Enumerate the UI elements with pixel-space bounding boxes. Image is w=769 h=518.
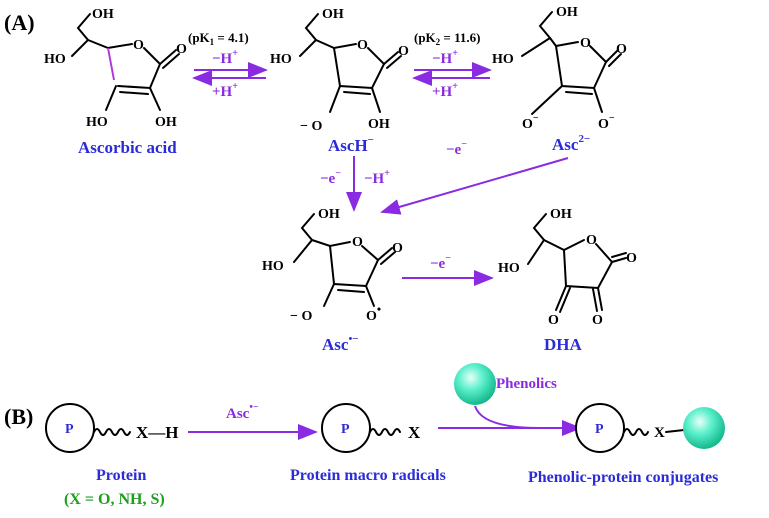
svg-text:O: O bbox=[357, 38, 368, 53]
asc-radical-structure: OH HO O O − O O• bbox=[262, 207, 403, 324]
equilibrium-1: (pK1 = 4.1) −H+ +H+ bbox=[188, 30, 268, 100]
species-ascorbic-acid: Ascorbic acid bbox=[78, 138, 177, 157]
svg-text:O: O bbox=[392, 241, 403, 256]
oh-label: OH bbox=[92, 7, 114, 22]
svg-text:−H+: −H+ bbox=[432, 48, 458, 67]
conjugate-sphere bbox=[683, 407, 725, 449]
svg-text:− O: − O bbox=[290, 309, 312, 324]
svg-text:O: O bbox=[626, 251, 637, 266]
svg-text:X: X bbox=[408, 423, 421, 442]
protein-group: P X—H bbox=[45, 403, 179, 453]
oh-label-2: HO bbox=[86, 115, 108, 130]
svg-text:(pK2 = 11.6): (pK2 = 11.6) bbox=[414, 30, 480, 47]
oxidation-arrow-2 bbox=[380, 157, 569, 215]
svg-text:HO: HO bbox=[498, 261, 520, 276]
svg-text:−e−: −e− bbox=[320, 168, 341, 187]
protein-radical-group: P X bbox=[321, 403, 421, 453]
svg-text:HO: HO bbox=[270, 52, 292, 67]
ring-o-label: O bbox=[133, 38, 144, 53]
svg-text:OH: OH bbox=[556, 5, 578, 20]
svg-text:−H+: −H+ bbox=[212, 48, 238, 67]
svg-text:−H+: −H+ bbox=[364, 168, 390, 187]
svg-text:HO: HO bbox=[262, 259, 284, 274]
svg-text:P: P bbox=[595, 422, 604, 437]
svg-text:OH: OH bbox=[318, 207, 340, 222]
svg-text:O: O bbox=[352, 235, 363, 250]
species-asch: AscH− bbox=[328, 134, 374, 155]
svg-text:O−: O− bbox=[598, 113, 615, 132]
conjugate-group: P X bbox=[575, 403, 725, 453]
svg-text:OH: OH bbox=[322, 7, 344, 22]
dha-structure: OH HO O O O O bbox=[498, 207, 637, 328]
svg-text:O•: O• bbox=[366, 302, 381, 324]
svg-text:(pK1 = 4.1): (pK1 = 4.1) bbox=[188, 30, 249, 47]
svg-text:− O: − O bbox=[300, 119, 322, 134]
svg-text:P: P bbox=[65, 422, 74, 437]
asc-radical-label: Asc•− bbox=[226, 402, 259, 422]
svg-text:O: O bbox=[398, 44, 409, 59]
svg-text:+H+: +H+ bbox=[432, 81, 458, 100]
wavy-linker bbox=[93, 428, 131, 436]
label-protein-sub: (X = O, NH, S) bbox=[64, 491, 165, 508]
svg-text:O: O bbox=[580, 36, 591, 51]
svg-text:−e−: −e− bbox=[446, 139, 467, 158]
panel-a-label: (A) bbox=[4, 10, 35, 35]
carbonyl-o-label: O bbox=[176, 42, 187, 57]
svg-text:OH: OH bbox=[368, 117, 390, 132]
oh-label-3: OH bbox=[155, 115, 177, 130]
species-asc2: Asc2− bbox=[552, 133, 590, 154]
ho-label: HO bbox=[44, 52, 66, 67]
svg-text:O: O bbox=[548, 313, 559, 328]
svg-text:X: X bbox=[654, 425, 665, 441]
svg-text:+H+: +H+ bbox=[212, 81, 238, 100]
label-protein: Protein bbox=[96, 467, 146, 484]
label-conjugates: Phenolic-protein conjugates bbox=[528, 469, 718, 486]
ascorbic-acid-structure: OH HO O O HO OH bbox=[44, 7, 187, 130]
svg-text:−e−: −e− bbox=[430, 253, 451, 272]
label-radicals: Protein macro radicals bbox=[290, 467, 446, 484]
equilibrium-2: (pK2 = 11.6) −H+ +H+ bbox=[412, 30, 492, 100]
svg-text:OH: OH bbox=[550, 207, 572, 222]
protein-circle bbox=[45, 403, 95, 453]
phenolics-sphere bbox=[454, 363, 496, 405]
svg-text:O−: O− bbox=[522, 113, 539, 132]
asch-structure: OH HO O O − O OH bbox=[270, 7, 409, 134]
label-phenolics: Phenolics bbox=[496, 376, 557, 392]
phenolics-curved-arrow bbox=[474, 405, 541, 429]
svg-text:P: P bbox=[341, 422, 350, 437]
svg-text:O: O bbox=[592, 313, 603, 328]
svg-text:O: O bbox=[616, 42, 627, 57]
svg-text:X—H: X—H bbox=[136, 423, 179, 442]
svg-text:HO: HO bbox=[492, 52, 514, 67]
svg-text:O: O bbox=[586, 233, 597, 248]
asc2-structure: OH HO O O O− O− bbox=[492, 5, 627, 132]
species-asc-radical: Asc•− bbox=[322, 333, 359, 354]
panel-b-label: (B) bbox=[4, 404, 33, 429]
species-dha: DHA bbox=[544, 335, 583, 354]
